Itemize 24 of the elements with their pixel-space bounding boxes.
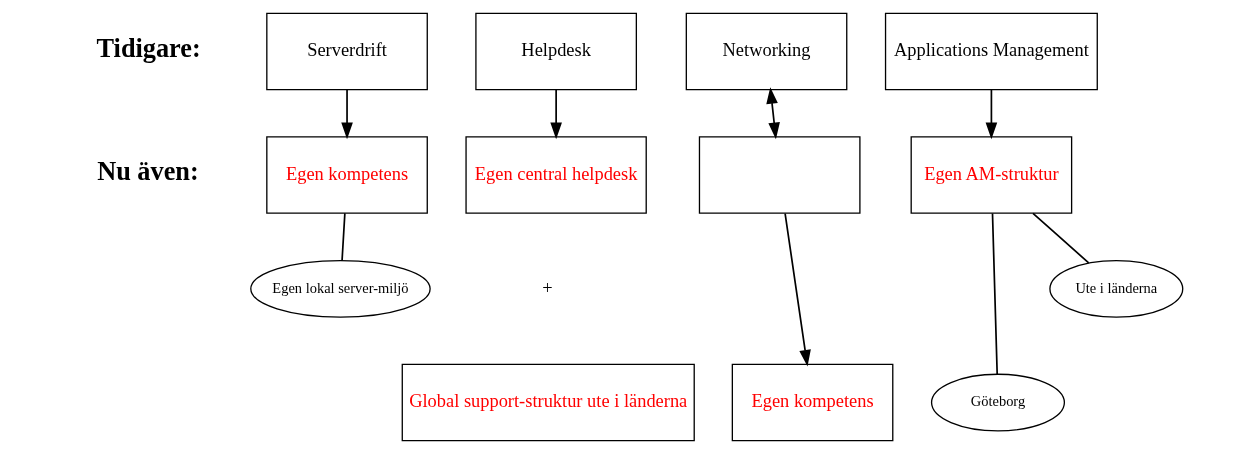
node-box: Egen central helpdesk	[464, 136, 647, 214]
arrow	[985, 88, 997, 140]
node-box: Global support-struktur ute i länderna	[401, 363, 695, 442]
arrow	[549, 88, 562, 140]
node-box	[698, 136, 861, 214]
label: Tidigare:	[96, 33, 201, 63]
node-box: Applications Management	[884, 12, 1098, 91]
node-box: Networking	[685, 12, 847, 91]
node-box: Egen kompetens	[265, 136, 428, 214]
arrow	[765, 87, 780, 140]
arrow	[340, 88, 353, 140]
node-ellipse: Göteborg	[930, 373, 1065, 432]
node-ellipse: Ute i länderna	[1048, 259, 1183, 318]
node-ellipse: Egen lokal server-miljö	[249, 259, 431, 318]
node-box: Serverdrift	[265, 12, 428, 91]
arrow	[783, 212, 811, 367]
node-box: Egen kompetens	[731, 363, 893, 442]
node-box: Helpdesk	[474, 12, 637, 91]
label: Nu även:	[96, 157, 199, 187]
node-box: Egen AM-struktur	[910, 136, 1072, 214]
connector	[991, 212, 998, 375]
label: +	[541, 277, 553, 298]
connector	[340, 212, 346, 262]
connector	[1031, 212, 1090, 264]
